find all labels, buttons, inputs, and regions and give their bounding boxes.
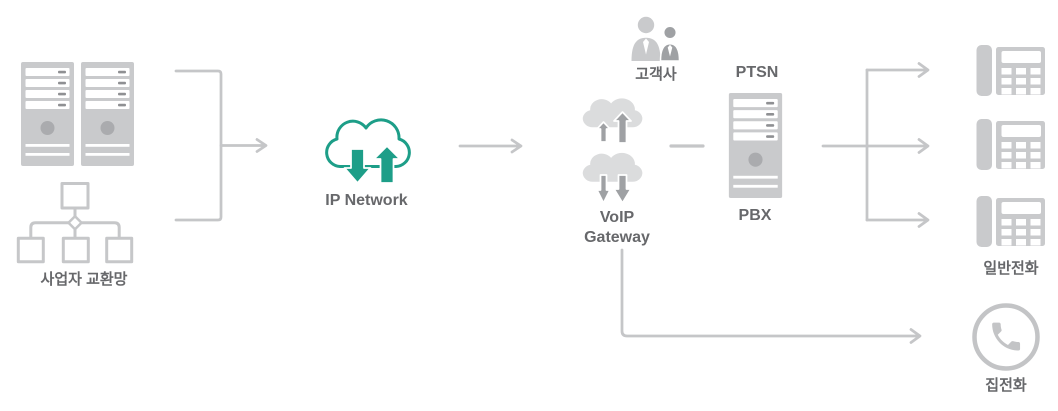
handset-circle-icon [972,303,1040,371]
landline-label: 일반전화 [983,260,1039,277]
arrow-ipnetwork-to-voip [458,138,523,154]
arrow-branch-to-phone-3 [865,212,930,228]
up-arrow-icon [373,145,401,184]
voip-gateway-label: VoIP Gateway [584,209,650,246]
arrow-voip-to-homephone [620,248,922,344]
down-arrow-icon [613,174,632,204]
bracket-carrier-exchange [174,69,223,222]
ip-network-cloud-icon [325,118,411,184]
voip-gateway-icon [582,98,643,204]
desk-phone-icon [976,196,1045,247]
carrier-exchange-label: 사업자 교환망 [40,271,128,288]
customer-label: 고객사 [635,66,677,83]
server-rack-icon [21,62,134,166]
down-arrow-icon [343,148,372,184]
down-arrow-icon [596,174,611,204]
arrow-carrier-to-ipnetwork [219,138,268,153]
up-arrow-icon [613,111,632,144]
home-phone-label: 집전화 [985,377,1027,394]
up-arrow-icon [596,121,611,143]
network-topology-icon [16,182,134,264]
ip-network-label: IP Network [325,192,408,209]
pbx-label: PBX [738,207,772,224]
pbx-server-icon [728,93,783,198]
arrow-branch-to-phone-1 [865,62,930,78]
desk-phone-icon [976,45,1045,96]
ptsn-label: PTSN [735,64,779,81]
arrow-branch-to-phone-2 [865,138,930,154]
two-people-icon [631,16,681,61]
desk-phone-icon [976,119,1045,170]
